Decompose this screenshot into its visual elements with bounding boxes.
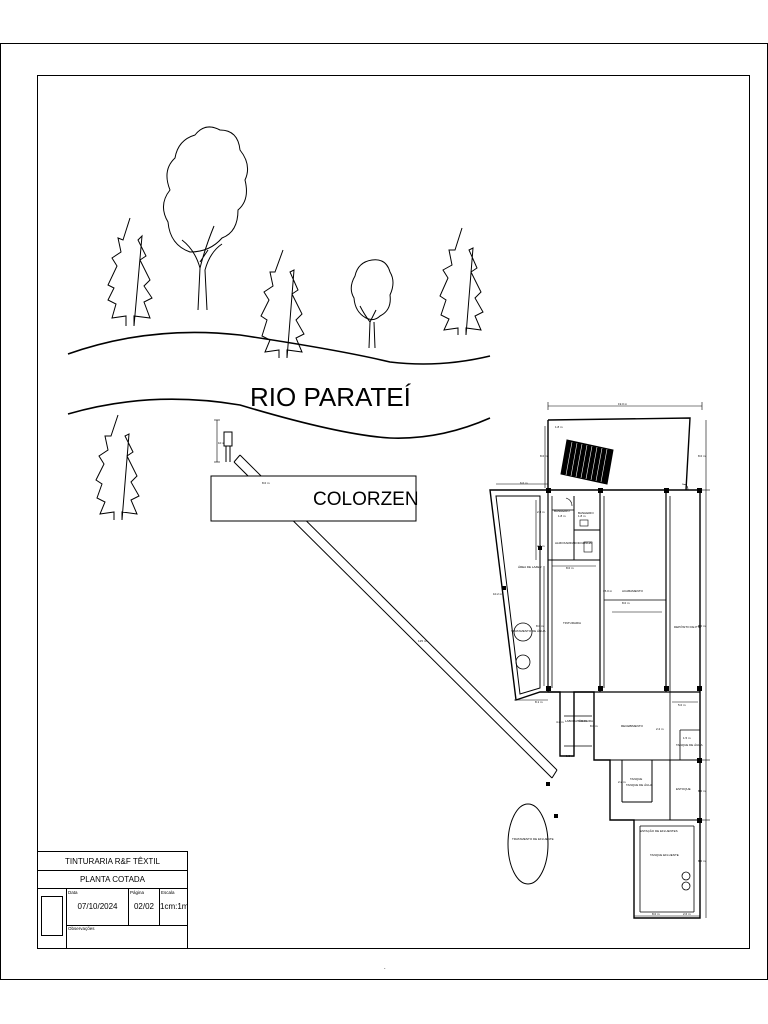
dim-5: 2.8 m [537, 510, 545, 514]
page-value: 02/02 [133, 902, 155, 911]
dim-9: 8.0 m [566, 566, 574, 570]
dim-15: 8.0 m [698, 624, 706, 628]
drawing-frame [37, 75, 750, 949]
company-sign-label: COLORZEN [313, 489, 419, 510]
tank-circle-2 [515, 654, 531, 670]
dim-8: 2.2 m [537, 544, 545, 548]
pine-tree-1 [107, 217, 153, 327]
dimension-labels: 19.0 m 1.8 m 8.0 m 8.0 m 6.0 m 2.8 m 1.8… [493, 402, 706, 916]
dim-7: 1.8 m [578, 514, 586, 518]
dim-14: 8.1 m [535, 700, 543, 704]
date-label: Data [68, 890, 78, 895]
river-bank-north [67, 331, 491, 365]
dim-pipe-top: 8.0 m [262, 481, 270, 485]
dim-24: 8.0 m [652, 912, 660, 916]
title-block: TINTURARIA R&F TÊXTIL PLANTA COTADA Data… [37, 851, 188, 949]
room-almoxarifado: ALMOXARIFADO [555, 541, 579, 545]
dim-19: 1.5 m [566, 754, 574, 758]
title-block-page-cell: Página 02/02 [129, 889, 160, 925]
room-cozinha: COZINHA [578, 541, 592, 545]
title-block-date-cell: Data 07/10/2024 [67, 889, 129, 925]
deciduous-tree-small [350, 259, 394, 349]
deciduous-tree-large [163, 126, 249, 311]
room-labels: ÁREA DE LAZER ALMOXARIFADO BANHEIRO BANH… [511, 509, 703, 857]
company-sign-board [210, 475, 417, 522]
dim-20: 2.2 m [656, 727, 664, 731]
room-estoque: ESTOQUE [676, 787, 691, 791]
pine-tree-3 [439, 227, 484, 336]
room-estacao: ESTAÇÃO DE EFLUENTES [640, 828, 678, 833]
dim-pipe-short: 10 m [218, 441, 225, 445]
room-acabamento: ACABAMENTO [622, 589, 644, 593]
room-tanque-agua-2: TANQUE DE ÁGUA [676, 743, 703, 747]
scale-label: Escala [161, 890, 175, 895]
floor-plan [489, 402, 710, 919]
room-caldeira: CALDEIRA [578, 719, 593, 723]
room-area-lazer: ÁREA DE LAZER [518, 565, 542, 569]
room-tinturaria: TINTURARIA [563, 621, 581, 625]
treatment-pond [507, 803, 549, 885]
room-banheiro-2: BANHEIRO [578, 511, 594, 515]
pine-tree-4 [95, 414, 140, 521]
notes-label: Observações [68, 926, 95, 931]
trees [95, 126, 484, 521]
page-label: Página [130, 890, 145, 895]
dim-23: 8.0 m [698, 859, 706, 863]
dim-11: 8.0 m [622, 601, 630, 605]
dim-26: 1.5 m [683, 736, 691, 740]
room-tanque-efluente: TANQUE EFLUENTE [650, 853, 679, 857]
dim-3: 8.0 m [698, 454, 706, 458]
room-tanque-agua-1: TANQUE DE ÁGUA [626, 783, 653, 787]
river [67, 331, 491, 439]
dim-1: 1.8 m [555, 425, 563, 429]
dim-17: 4.2 m [556, 720, 564, 724]
dim-16: 5.0 m [678, 703, 686, 707]
dim-22: 8.0 m [698, 789, 706, 793]
room-banheiro-1: BANHEIRO [554, 509, 570, 513]
river-bank-south [67, 398, 491, 439]
solar-panel [560, 439, 614, 485]
dim-21: 2.2 m [618, 780, 626, 784]
date-value: 07/10/2024 [77, 902, 118, 911]
scale-value: 1cm:1m [160, 902, 189, 911]
title-block-drawing-title: PLANTA COTADA [38, 871, 187, 889]
dim-10: 15.0 m [603, 589, 613, 593]
room-tratamento-agua: TRATAMENTO DE ÁGUA [511, 629, 546, 633]
dim-2: 8.0 m [540, 454, 548, 458]
room-laboratorio: LABORATÓRIO [565, 718, 587, 723]
dim-4: 6.0 m [520, 481, 528, 485]
room-tanque: TANQUE [630, 777, 642, 781]
dim-pipe-long: 125 m [418, 639, 427, 643]
pipe-outlet [223, 431, 233, 447]
dim-13: 8.0 m [536, 624, 544, 628]
title-block-logo [38, 889, 67, 949]
title-block-company: TINTURARIA R&F TÊXTIL [38, 852, 187, 871]
dim-6: 1.8 m [558, 514, 566, 518]
river-label: RIO PARATEÍ [250, 382, 412, 412]
title-block-notes: Observações [67, 925, 187, 949]
tank-circle-1 [513, 622, 533, 642]
room-tratamento-efluente: TRATAMENTO DE EFLUENTE [512, 837, 554, 841]
footer-mark: . [384, 965, 386, 971]
dim-18: 8.0 m [590, 724, 598, 728]
effluent-pipe [214, 419, 558, 779]
title-block-scale-cell: Escala 1cm:1m [160, 889, 188, 925]
logo-box [41, 896, 63, 936]
pine-tree-2 [260, 249, 305, 359]
dim-top-width: 19.0 m [618, 402, 628, 406]
dim-25: 2.6 m [683, 912, 691, 916]
dim-12: 10.2 m [493, 592, 503, 596]
room-recebimento: RECEBIMENTO [621, 724, 644, 728]
room-deposito: DEPÓSITO DE PTA [674, 624, 701, 629]
